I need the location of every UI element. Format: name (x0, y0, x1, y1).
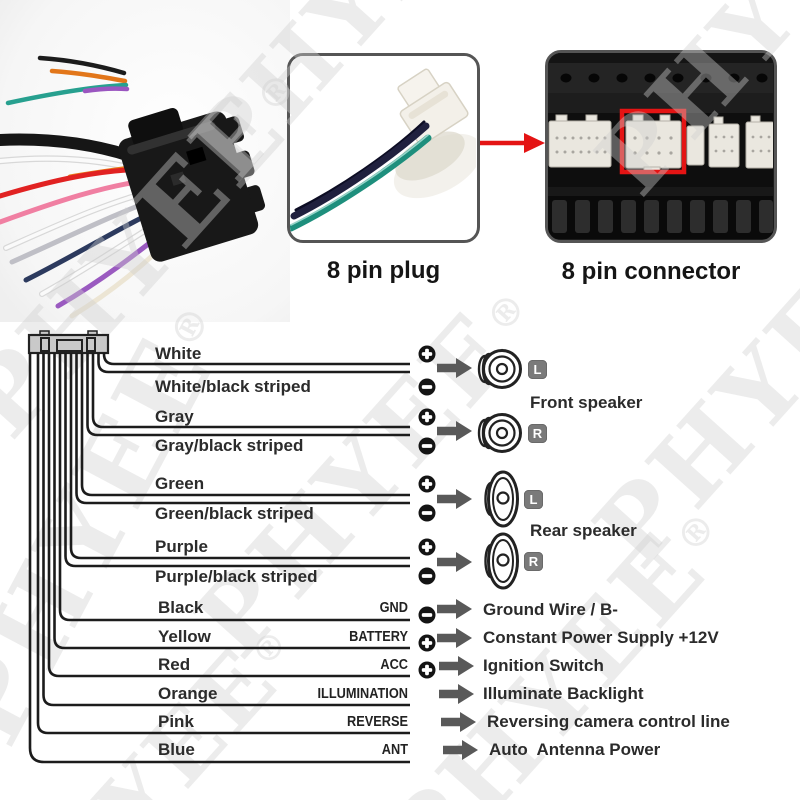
minus-icon (418, 606, 436, 624)
connector-caption: 8 pin connector (561, 258, 741, 285)
wire-tag-illumination: ILLUMINATION (317, 686, 408, 702)
wire-label-green-black: Green/black striped (155, 504, 314, 523)
output-illuminate: Illuminate Backlight (483, 684, 644, 703)
wire-label-pink: Pink (158, 712, 194, 731)
plug-caption: 8 pin plug (326, 257, 441, 284)
rear-speaker-label: Rear speaker (530, 521, 637, 540)
wire-tag-battery: BATTERY (349, 629, 408, 645)
connector-photo-frame (545, 50, 777, 243)
wire-label-green: Green (155, 474, 205, 493)
harness-connector-icon (27, 330, 110, 355)
front-left-speaker-icon (477, 349, 522, 389)
wire-lines (28, 353, 410, 764)
bottom-fins (552, 200, 773, 233)
cut-wire-tips (5, 55, 130, 106)
highlight-box (619, 108, 687, 175)
wire-tag-ant: ANT (381, 742, 408, 758)
plug-photo-frame (287, 53, 480, 243)
output-constant-power: Constant Power Supply +12V (483, 628, 719, 647)
plus-icon (418, 475, 436, 493)
wire-label-white: White (155, 344, 202, 363)
rear-left-badge: L (524, 490, 543, 509)
plug-photo-graphic (290, 56, 476, 239)
red-arrow-icon (480, 133, 545, 153)
white-connectors (548, 114, 773, 174)
wire-tag-gnd: GND (379, 600, 408, 616)
front-left-badge: L (528, 360, 547, 379)
front-speaker-label: Front speaker (530, 393, 643, 412)
wire-label-gray-black: Gray/black striped (155, 436, 304, 455)
wire-tag-reverse: REVERSE (347, 714, 408, 730)
wire-label-purple: Purple (155, 537, 208, 556)
output-ignition-switch: Ignition Switch (483, 656, 604, 675)
rear-right-badge: R (524, 552, 543, 571)
output-auto-antenna: Auto Antenna Power (489, 740, 661, 759)
wire-label-yellow: Yellow (158, 627, 211, 646)
plus-icon (418, 661, 436, 679)
wire-label-blue: Blue (158, 740, 195, 759)
wire-label-gray: Gray (155, 407, 194, 426)
wire-label-black: Black (158, 598, 204, 617)
harness-photo (0, 0, 290, 322)
front-right-badge: R (528, 424, 547, 443)
output-reversing-camera: Reversing camera control line (487, 712, 730, 731)
minus-icon (418, 504, 436, 522)
wire-label-white-black: White/black striped (155, 377, 311, 396)
harness-connector-photo (118, 108, 266, 262)
rear-right-speaker-icon (484, 532, 519, 590)
minus-icon (418, 567, 436, 585)
wire-label-purple-black: Purple/black striped (155, 567, 318, 586)
vent-holes (560, 73, 768, 83)
plus-icon (418, 408, 436, 426)
front-right-speaker-icon (477, 413, 522, 453)
connector-pins (555, 135, 771, 155)
plug-wires (290, 120, 432, 232)
output-ground-wire: Ground Wire / B- (483, 600, 618, 619)
plus-icon (418, 634, 436, 652)
wire-label-red: Red (158, 655, 191, 674)
wire-tag-acc: ACC (380, 657, 408, 673)
wire-label-orange: Orange (158, 684, 218, 703)
minus-icon (418, 437, 436, 455)
rear-left-speaker-icon (484, 470, 519, 528)
plus-icon (418, 538, 436, 556)
minus-icon (418, 378, 436, 396)
arrow-icon (437, 358, 478, 760)
connector-photo-graphic (548, 53, 773, 239)
plus-icon (418, 345, 436, 363)
